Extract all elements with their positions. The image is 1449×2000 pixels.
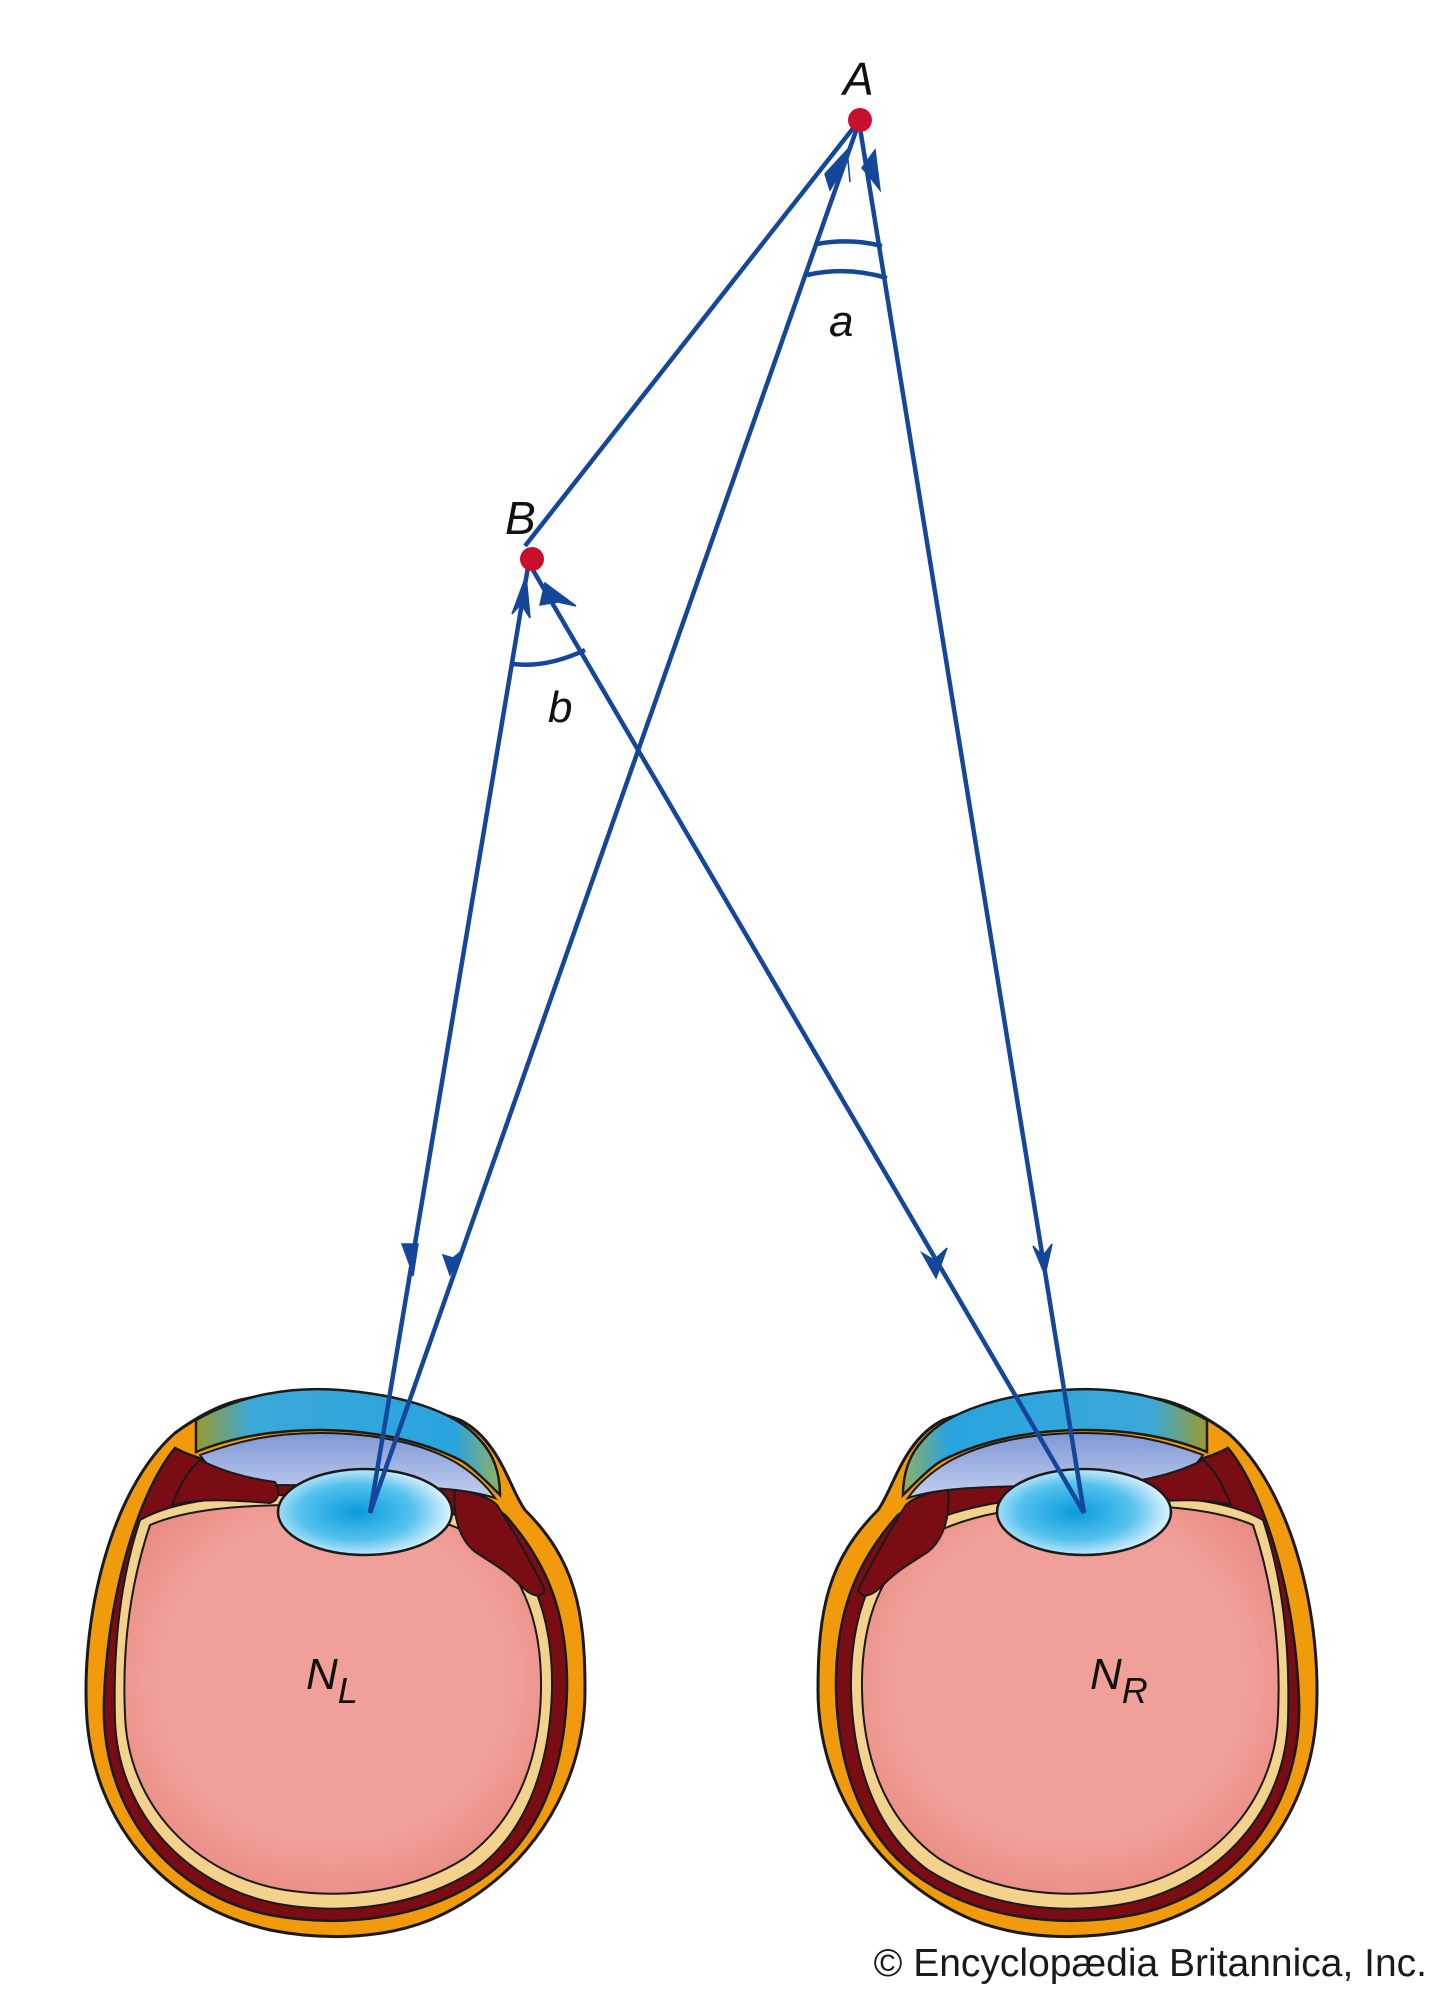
- ray-a-to-b: [523, 120, 860, 548]
- angle-b-label: b: [548, 683, 572, 732]
- ray-a-right-eye: [857, 127, 1087, 1514]
- arrowhead-a-left-up: [824, 148, 851, 192]
- right-eye-iris-left: [856, 1488, 950, 1597]
- angle-b-arc: [512, 647, 586, 667]
- left-eye-vitreous: [123, 1503, 543, 1895]
- ray-b-right-eye: [528, 563, 1086, 1515]
- rays: [367, 120, 1087, 1515]
- right-eye-label: NR: [1090, 1650, 1148, 1711]
- arrowhead-right-a-down: [1032, 1243, 1053, 1278]
- arrowhead-a-right-up: [861, 148, 882, 193]
- ray-a-left-eye: [367, 127, 860, 1514]
- left-eye: NL: [84, 1387, 587, 1939]
- arrowhead-b-left-up: [511, 575, 531, 619]
- left-eye-iris-right: [453, 1488, 547, 1597]
- point-a: [848, 108, 872, 132]
- angle-a-arc-inner: [816, 239, 883, 249]
- right-eye-cornea: [901, 1387, 1209, 1499]
- arrowhead-b-right-up: [539, 581, 577, 607]
- point-b-label: B: [505, 492, 536, 544]
- right-eye: NR: [816, 1387, 1319, 1939]
- left-eye-iris-left: [170, 1458, 280, 1507]
- left-eye-cornea: [194, 1387, 502, 1499]
- left-eye-label: NL: [306, 1650, 358, 1711]
- point-b: [520, 547, 544, 571]
- point-a-label: A: [840, 53, 874, 105]
- arrowhead-right-b-down: [920, 1247, 948, 1280]
- ray-b-left-eye: [367, 566, 531, 1514]
- angle-a-arc-outer: [806, 268, 888, 281]
- copyright-credit: © Encyclopædia Britannica, Inc.: [873, 1942, 1427, 1985]
- right-eye-vitreous: [860, 1503, 1280, 1895]
- left-eye-lens: [276, 1467, 454, 1557]
- angle-a-label: a: [829, 297, 853, 346]
- arrowhead-left-a-down: [441, 1249, 464, 1277]
- arrowhead-left-b-down: [400, 1243, 419, 1277]
